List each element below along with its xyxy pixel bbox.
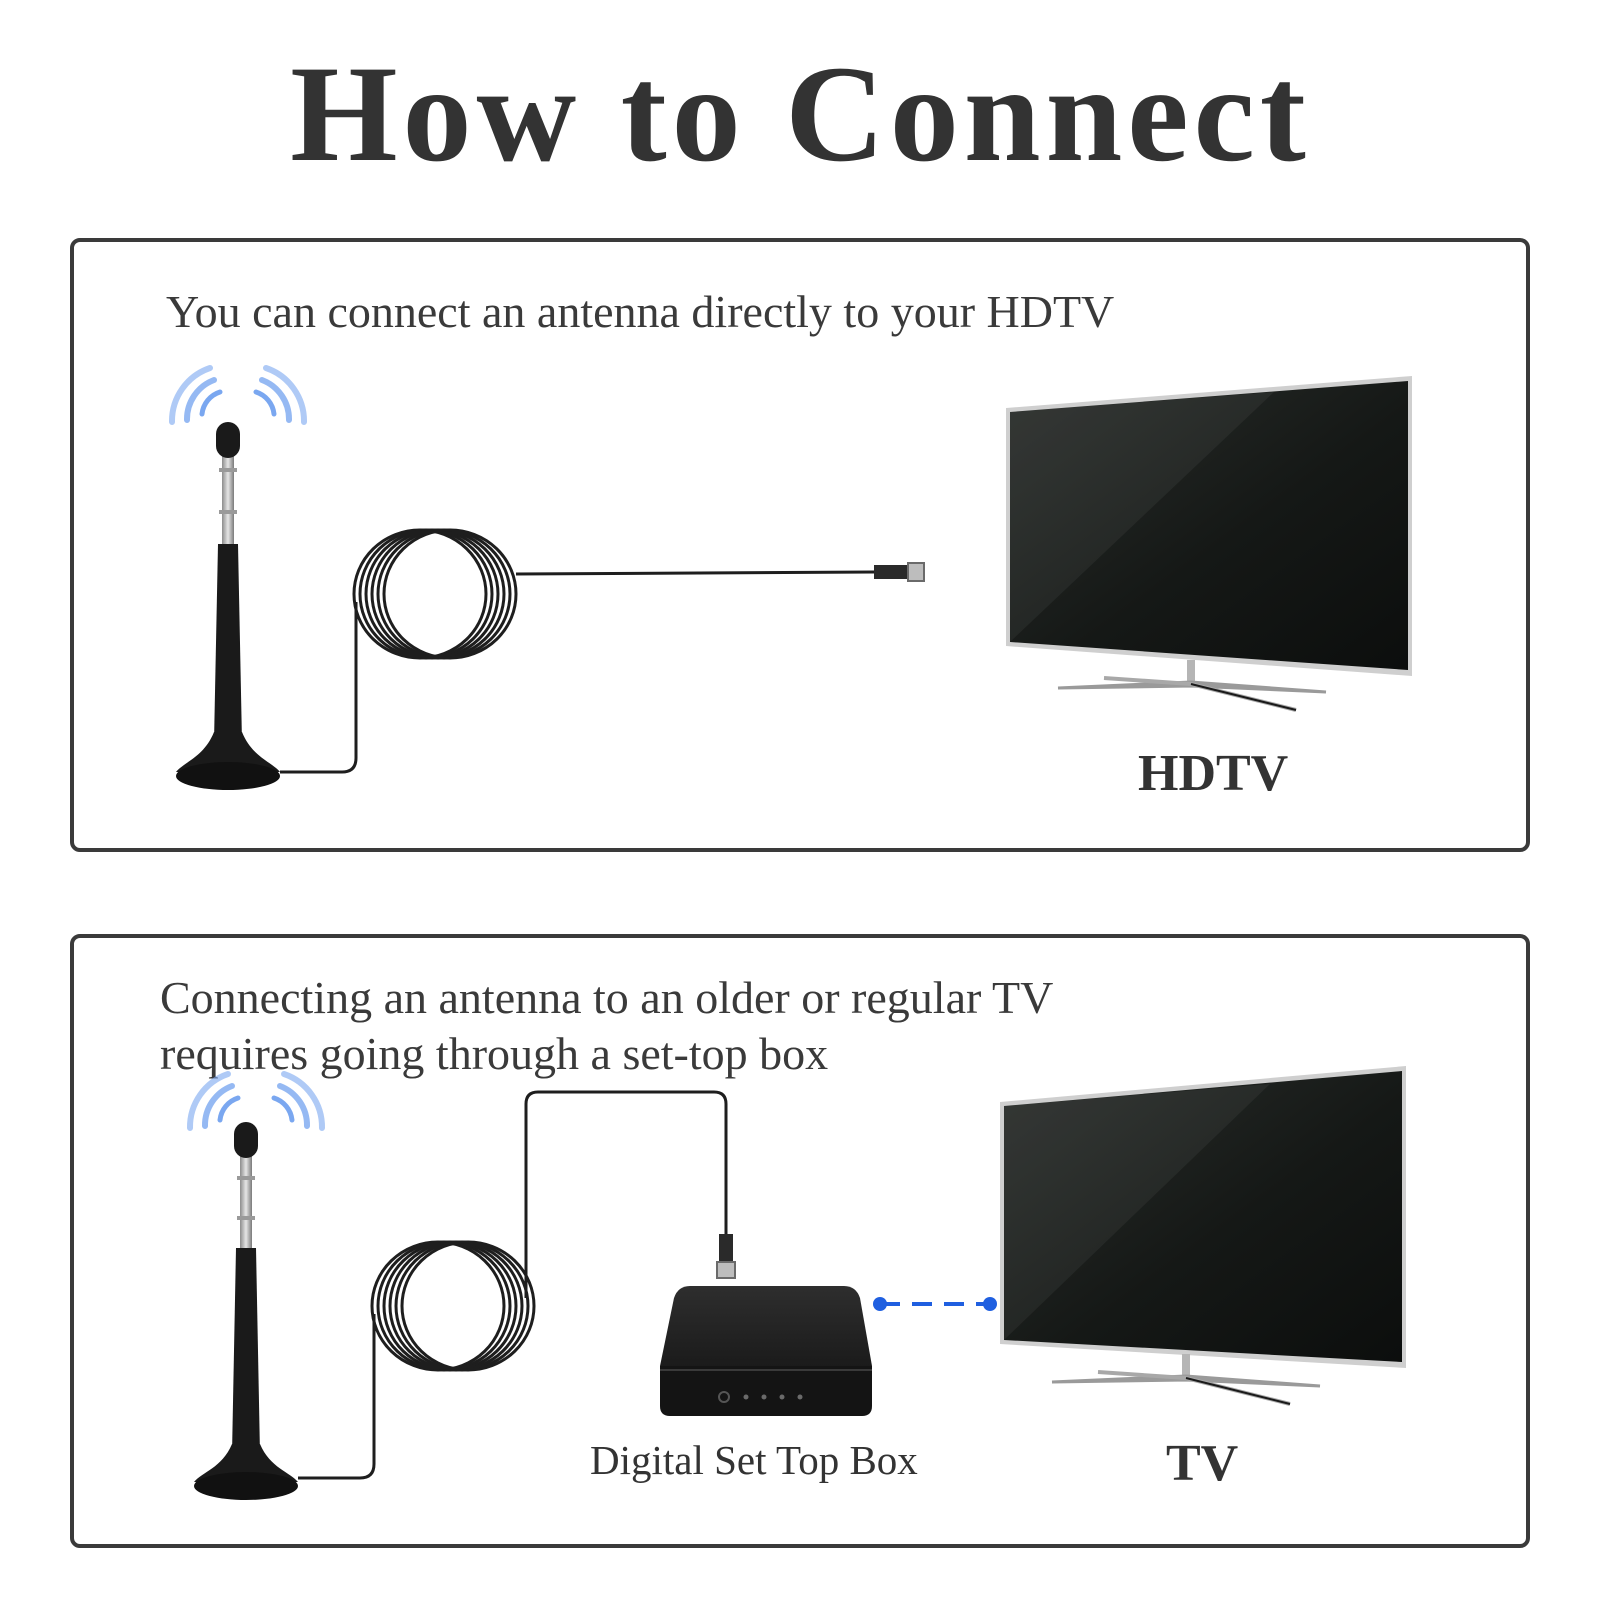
antenna-icon bbox=[176, 422, 280, 790]
caption-line: requires going through a set-top box bbox=[160, 1028, 829, 1079]
signal-wave-icon bbox=[168, 365, 308, 425]
page-title: How to Connect bbox=[290, 37, 1311, 190]
caption-line: You can connect an antenna directly to y… bbox=[166, 286, 1115, 337]
signal-wave-icon bbox=[186, 1071, 326, 1131]
set-top-box-icon bbox=[660, 1286, 872, 1416]
antenna-icon bbox=[194, 1122, 298, 1500]
tv-icon bbox=[1000, 1066, 1406, 1406]
coiled-cable-icon bbox=[298, 1090, 736, 1480]
set-top-box-illustration bbox=[186, 1066, 1406, 1500]
coiled-cable-icon bbox=[280, 528, 925, 774]
caption-line: Connecting an antenna to an older or reg… bbox=[160, 972, 1054, 1023]
dashed-link bbox=[873, 1297, 997, 1311]
panel-direct-hdtv: You can connect an antenna directly to y… bbox=[70, 238, 1530, 852]
direct-connection-illustration bbox=[168, 365, 1412, 790]
panel-caption: You can connect an antenna directly to y… bbox=[166, 284, 1114, 340]
set-top-box-label: Digital Set Top Box bbox=[590, 1437, 918, 1483]
tv-label: TV bbox=[1166, 1435, 1239, 1492]
tv-label: HDTV bbox=[1138, 745, 1289, 802]
tv-icon bbox=[1006, 376, 1412, 712]
panel-caption: Connecting an antenna to an older or reg… bbox=[160, 970, 1053, 1082]
panel-set-top-box: Connecting an antenna to an older or reg… bbox=[70, 934, 1530, 1548]
